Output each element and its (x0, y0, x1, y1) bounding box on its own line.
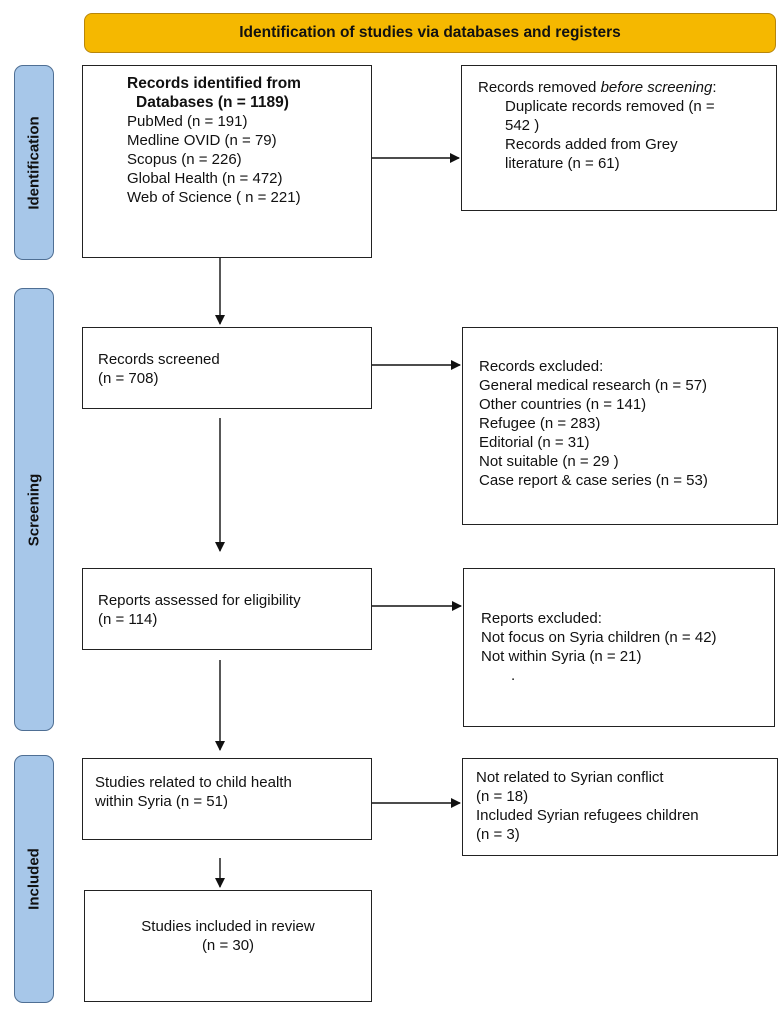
reports-excluded-box: Reports excluded: Not focus on Syria chi… (463, 568, 775, 727)
excluded-item: Not suitable (n = 29 ) (479, 453, 619, 470)
db-item-web-of-science: Web of Science ( n = 221) (127, 189, 301, 206)
reports-excluded-item: Not focus on Syria children (n = 42) (481, 629, 717, 646)
db-item-scopus: Scopus (n = 226) (127, 151, 242, 168)
excluded-item: Editorial (n = 31) (479, 434, 590, 451)
records-identified-box: Records identified from Databases (n = 1… (82, 65, 372, 258)
grey-literature-line-2: literature (n = 61) (505, 155, 620, 172)
header-title: Identification of studies via databases … (239, 24, 621, 41)
reports-assessed-count: (n = 114) (98, 611, 158, 628)
studies-related-label: Studies related to child health (95, 774, 292, 791)
records-identified-title-1: Records identified from (127, 75, 301, 92)
records-identified-title-2: Databases (n = 1189) (136, 94, 289, 111)
not-related-line: Not related to Syrian conflict (476, 769, 664, 786)
studies-related-count: within Syria (n = 51) (95, 793, 228, 810)
reports-excluded-item: . (511, 667, 516, 684)
not-related-box: Not related to Syrian conflict (n = 18) … (462, 758, 778, 856)
header-banner: Identification of studies via databases … (84, 13, 776, 53)
excluded-item: Case report & case series (n = 53) (479, 472, 708, 489)
records-removed-box: Records removed before screening: Duplic… (461, 65, 777, 211)
excluded-item: General medical research (n = 57) (479, 377, 708, 394)
not-related-line: Included Syrian refugees children (476, 807, 699, 824)
grey-literature-line-1: Records added from Grey (505, 136, 678, 153)
records-excluded-title: Records excluded: (479, 358, 604, 375)
reports-excluded-title: Reports excluded: (481, 610, 602, 627)
reports-assessed-box: Reports assessed for eligibility (n = 11… (82, 568, 372, 650)
records-excluded-box: Records excluded: General medical resear… (462, 327, 778, 525)
reports-excluded-item: Not within Syria (n = 21) (481, 648, 642, 665)
excluded-item: Refugee (n = 283) (479, 415, 601, 432)
reports-assessed-label: Reports assessed for eligibility (98, 592, 301, 609)
phase-identification: Identification (14, 65, 54, 260)
phase-screening: Screening (14, 288, 54, 731)
records-removed-title: Records removed before screening: (478, 79, 717, 96)
records-screened-label: Records screened (98, 351, 220, 368)
db-item-global-health: Global Health (n = 472) (127, 170, 283, 187)
studies-included-label: Studies included in review (141, 918, 315, 935)
studies-related-box: Studies related to child health within S… (82, 758, 372, 840)
not-related-line: (n = 18) (476, 788, 529, 805)
duplicates-line-1: Duplicate records removed (n = (505, 98, 715, 115)
records-screened-count: (n = 708) (98, 370, 159, 387)
not-related-line: (n = 3) (476, 826, 520, 843)
db-item-medline: Medline OVID (n = 79) (127, 132, 277, 149)
db-item-pubmed: PubMed (n = 191) (127, 113, 248, 130)
duplicates-line-2: 542 ) (505, 117, 540, 134)
phase-included: Included (14, 755, 54, 1003)
records-screened-box: Records screened (n = 708) (82, 327, 372, 409)
excluded-item: Other countries (n = 141) (479, 396, 647, 413)
studies-included-count: (n = 30) (201, 937, 255, 954)
studies-included-box: Studies included in review (n = 30) (84, 890, 372, 1002)
